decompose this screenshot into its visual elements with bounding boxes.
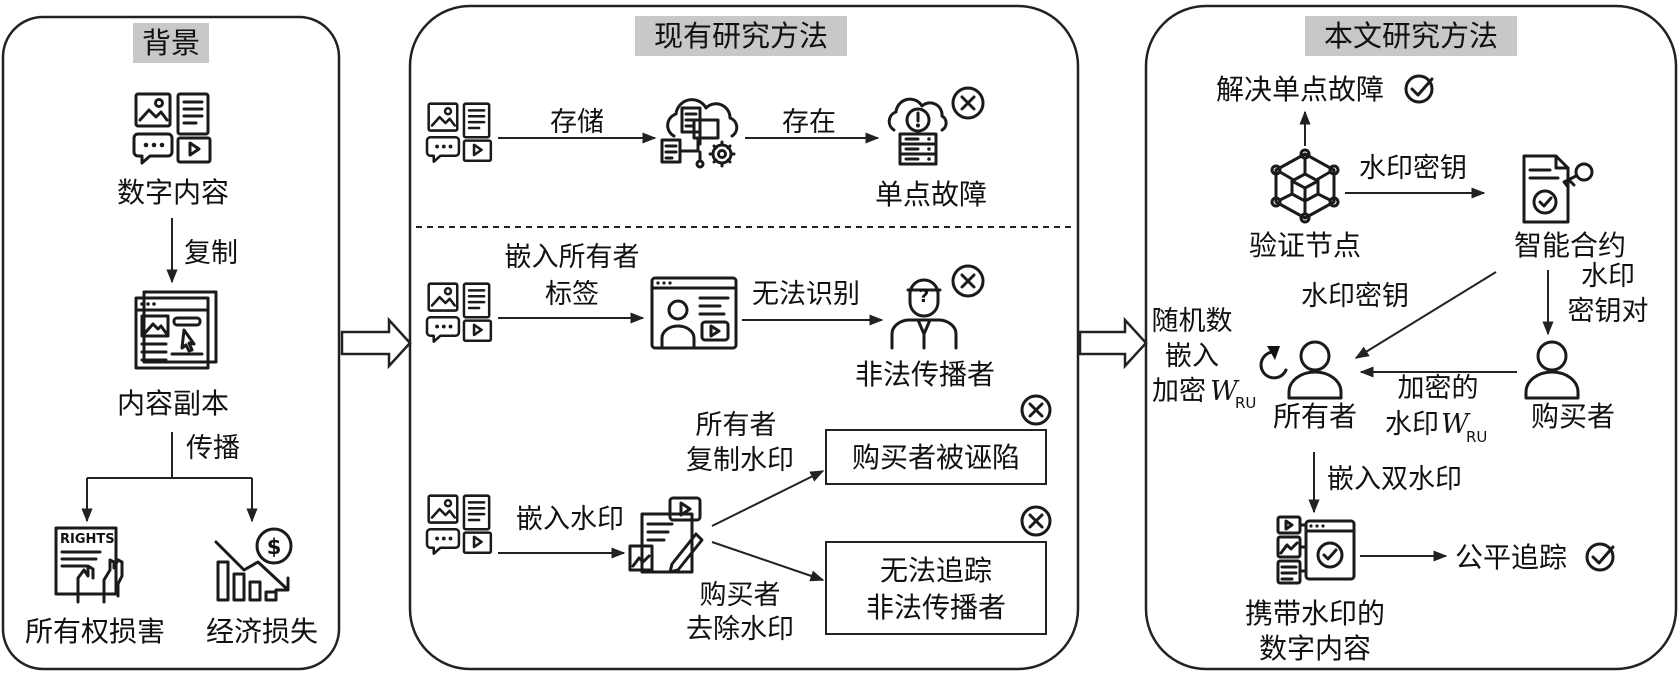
panel-title-existing: 现有研究方法 [654, 19, 828, 53]
label-ownership-damage: 所有权损害 [25, 615, 165, 648]
label-buyer: 购买者 [1531, 400, 1615, 433]
panel-background [1, 15, 341, 671]
arrow-buyer-remove [711, 541, 825, 582]
server-error-icon [887, 97, 948, 166]
label-embed-owner-1: 嵌入所有者 [505, 242, 640, 273]
box-buyer-framed [825, 429, 1047, 485]
content-copy-icon [134, 290, 218, 370]
w-symbol-2: W [1441, 409, 1471, 440]
label-embed-watermark: 嵌入水印 [516, 504, 624, 535]
label-verify-node: 验证节点 [1249, 229, 1361, 262]
label-keypair-2: 密钥对 [1568, 296, 1649, 327]
panel-arrow-2 [1078, 316, 1148, 370]
w-sub-2: RU [1466, 428, 1487, 446]
label-content-copy: 内容副本 [117, 387, 229, 420]
label-cannot-identify: 无法识别 [752, 279, 860, 310]
buyer-person-icon [1524, 340, 1580, 400]
rights-text: RIGHTS [60, 532, 115, 547]
label-copy: 复制 [184, 238, 238, 269]
label-digital-content: 数字内容 [117, 176, 229, 209]
panel-arrow-1 [340, 316, 412, 370]
label-economic-loss: 经济损失 [206, 615, 318, 648]
content-icon-row2 [425, 282, 493, 343]
box-cannot-track [825, 541, 1047, 635]
error-x-icon [1020, 394, 1052, 426]
label-smart-contract: 智能合约 [1514, 229, 1626, 262]
label-single-point-failure: 单点故障 [875, 178, 987, 211]
refresh-arrow-icon [1259, 346, 1288, 380]
error-x-icon [951, 264, 985, 298]
panel-proposed [1144, 4, 1678, 671]
label-owner-copy-2: 复制水印 [686, 445, 794, 476]
label-carry-1: 携带水印的 [1245, 597, 1385, 630]
label-fair-tracking: 公平追踪 [1455, 541, 1567, 574]
label-random-2: 嵌入 [1165, 341, 1219, 372]
check-icon [1585, 542, 1615, 572]
label-store: 存储 [550, 107, 604, 138]
watermarked-content-icon [1276, 515, 1356, 585]
title-bg-background [133, 23, 209, 63]
panel-title-proposed: 本文研究方法 [1324, 19, 1498, 53]
smart-contract-icon [1522, 154, 1594, 224]
svg-text:$: $ [267, 535, 282, 559]
title-bg-proposed [1305, 16, 1517, 56]
label-owner: 所有者 [1273, 400, 1357, 433]
w-symbol-1: W [1210, 376, 1240, 407]
label-embed-owner-2: 标签 [545, 279, 599, 310]
error-x-icon [1020, 505, 1052, 537]
arrow-owner-copy [711, 470, 825, 527]
content-icon-row1 [425, 102, 493, 163]
label-random-1: 随机数 [1152, 306, 1233, 337]
label-owner-copy-1: 所有者 [696, 410, 777, 441]
label-cannot-track-2: 非法传播者 [866, 591, 1006, 624]
label-keypair-1: 水印 [1581, 261, 1635, 292]
label-buyer-remove-2: 去除水印 [686, 614, 794, 645]
label-random-3: 加密 [1152, 376, 1206, 407]
svg-text:?: ? [919, 286, 929, 307]
label-watermark-key-left: 水印密钥 [1301, 281, 1409, 312]
label-watermark-key-top: 水印密钥 [1359, 153, 1467, 184]
label-buyer-remove-1: 购买者 [700, 580, 781, 611]
label-solve-spf: 解决单点故障 [1216, 73, 1384, 106]
panel-title-background: 背景 [142, 26, 200, 60]
label-cannot-track-1: 无法追踪 [880, 554, 992, 587]
document-edit-icon [628, 496, 704, 574]
label-buyer-framed: 购买者被诬陷 [852, 441, 1020, 474]
cloud-server-icon [660, 98, 739, 169]
rights-document-icon: RIGHTS [54, 526, 124, 604]
panel-existing [408, 4, 1080, 671]
label-illegal-spreader: 非法传播者 [855, 358, 995, 391]
w-sub-1: RU [1235, 394, 1256, 412]
arrow-watermark-key-owner [1354, 271, 1497, 359]
label-encrypted-2: 水印 [1385, 409, 1439, 440]
digital-content-icon [132, 92, 212, 165]
error-x-icon [951, 86, 985, 120]
label-exist: 存在 [782, 107, 836, 138]
title-bg-existing [635, 16, 847, 56]
label-embed-dual: 嵌入双水印 [1327, 464, 1462, 495]
economic-loss-icon: $ [214, 527, 293, 602]
label-carry-2: 数字内容 [1259, 632, 1371, 665]
owner-person-icon [1287, 340, 1343, 400]
presenter-screen-icon [650, 276, 738, 350]
blockchain-node-icon [1270, 148, 1340, 224]
label-spread: 传播 [186, 433, 240, 464]
unknown-person-icon: ? [890, 278, 958, 350]
check-icon [1404, 74, 1434, 104]
content-icon-row3 [425, 494, 493, 555]
label-encrypted-1: 加密的 [1398, 373, 1479, 404]
